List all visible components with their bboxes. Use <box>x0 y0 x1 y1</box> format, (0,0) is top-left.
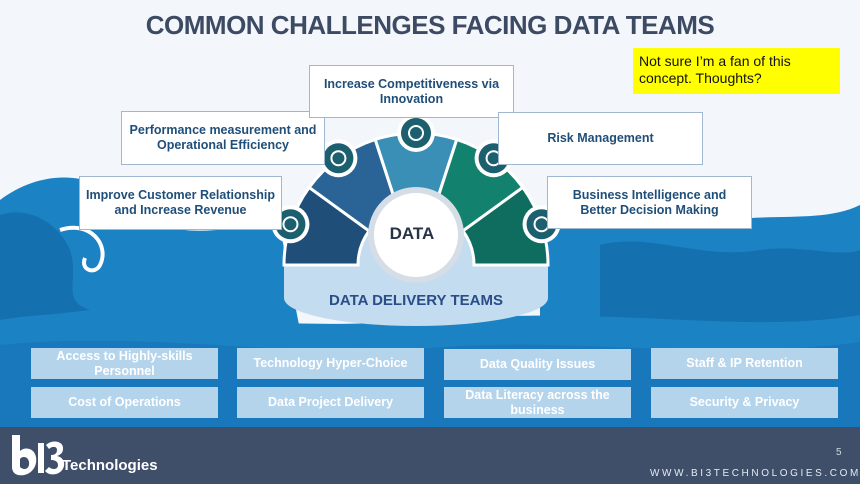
label-risk-management: Risk Management <box>498 112 703 165</box>
footer-bar: Technologies 5 WWW.BI3TECHNOLOGIES.COM <box>0 427 860 484</box>
challenge-security: Security & Privacy <box>651 387 838 418</box>
challenge-project-delivery: Data Project Delivery <box>237 387 424 418</box>
website-url[interactable]: WWW.BI3TECHNOLOGIES.COM <box>650 468 860 479</box>
challenge-data-quality: Data Quality Issues <box>444 349 631 380</box>
label-performance-efficiency: Performance measurement and Operational … <box>121 111 325 165</box>
challenge-personnel: Access to Highly-skills Personnel <box>31 348 218 379</box>
core-label: DATA <box>389 224 435 243</box>
page-title: COMMON CHALLENGES FACING DATA TEAMS <box>145 10 715 40</box>
page-number: 5 <box>836 447 842 458</box>
label-competitiveness: Increase Competitiveness via Innovation <box>309 65 514 118</box>
comment-note[interactable]: Not sure I’m a fan of this concept. Thou… <box>633 48 840 94</box>
challenge-cost: Cost of Operations <box>31 387 218 418</box>
gear-person-icon <box>319 139 358 178</box>
logo-text: Technologies <box>62 457 158 474</box>
teams-label: DATA DELIVERY TEAMS <box>329 292 503 309</box>
bi3-logo-icon <box>12 435 65 476</box>
challenge-retention: Staff & IP Retention <box>651 348 838 379</box>
label-customer-revenue: Improve Customer Relationship and Increa… <box>79 176 282 230</box>
challenge-technology: Technology Hyper-Choice <box>237 348 424 379</box>
core-circle <box>368 187 464 283</box>
presentation-icon <box>397 114 435 152</box>
label-business-intelligence: Business Intelligence and Better Decisio… <box>547 176 752 229</box>
challenge-data-literacy: Data Literacy across the business <box>444 387 631 418</box>
